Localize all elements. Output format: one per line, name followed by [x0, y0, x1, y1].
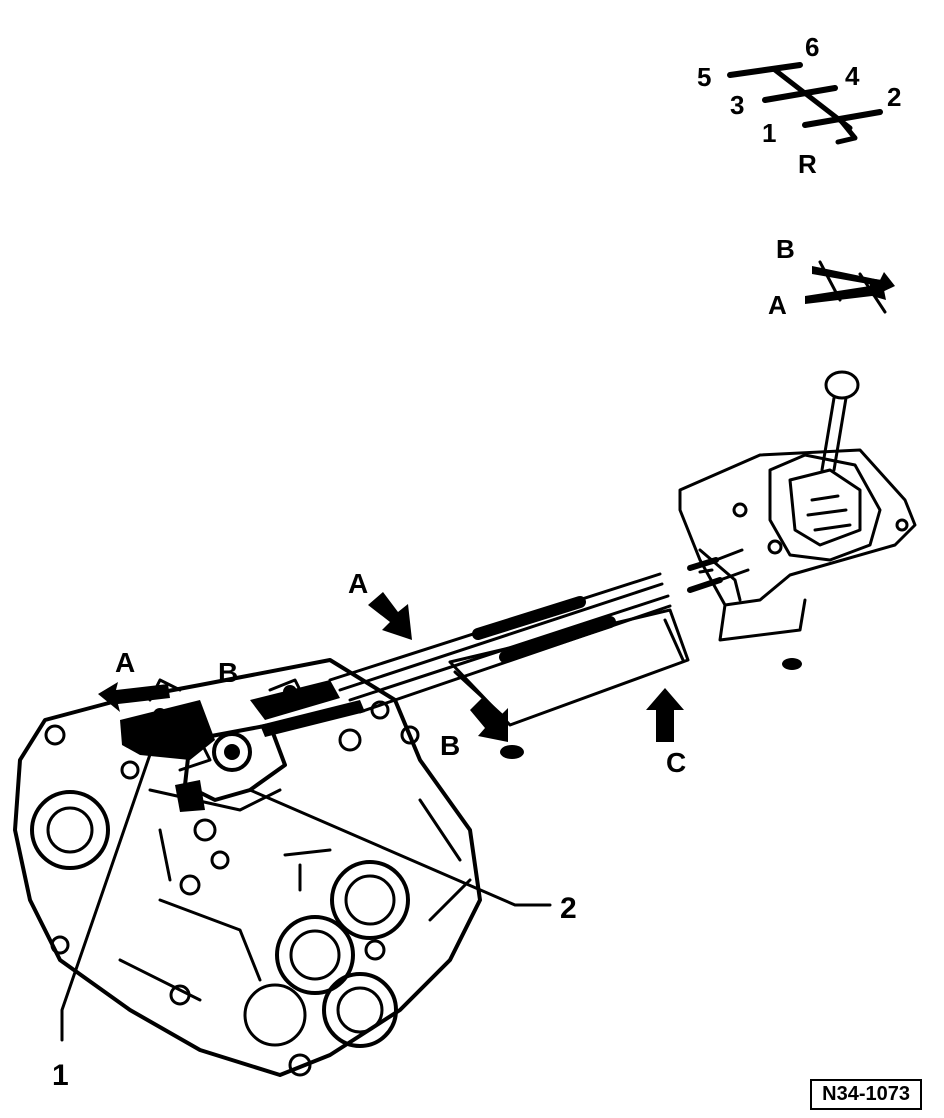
- gear-r-label: R: [798, 149, 817, 179]
- item-1-callout: 1: [52, 738, 157, 1092]
- arrow-a-label: A: [348, 568, 368, 599]
- left-arrow-a-icon: [98, 682, 170, 712]
- callout-arrow-b: B: [440, 696, 508, 761]
- shift-knob-icon: [824, 370, 860, 400]
- gear-3-label: 3: [730, 90, 744, 120]
- gear-shift-pattern: 6 5 4 3 2 1 R: [697, 32, 901, 179]
- transmission-housing: [13, 658, 482, 1077]
- direction-key-arrow-a-icon: [805, 278, 886, 304]
- item-2-label: 2: [560, 892, 577, 925]
- left-arrow-b-label: B: [218, 657, 238, 688]
- left-arrow-a-label: A: [115, 647, 135, 678]
- item-1-label: 1: [52, 1059, 69, 1092]
- callout-arrow-a: A: [348, 568, 412, 640]
- figure-reference: N34-1073: [810, 1079, 922, 1110]
- gear-2-label: 2: [887, 82, 901, 112]
- gear-1-label: 1: [762, 118, 776, 148]
- arrow-c-label: C: [666, 747, 686, 778]
- gear-5-label: 5: [697, 62, 711, 92]
- direction-key-a-label: A: [768, 290, 787, 320]
- callout-left-arrow-b: B: [218, 657, 238, 688]
- arrow-c-icon: [646, 688, 684, 742]
- callout-arrow-c: C: [646, 688, 686, 778]
- arrow-a-icon: [368, 592, 412, 640]
- arrow-b-icon: [470, 696, 508, 742]
- direction-key: B A: [768, 234, 895, 320]
- gear-6-label: 6: [805, 32, 819, 62]
- gear-shift-lever-housing: [678, 370, 917, 670]
- item-2-callout: 2: [248, 788, 577, 925]
- callout-left-arrow-a: A: [98, 647, 170, 712]
- gear-4-label: 4: [845, 61, 860, 91]
- direction-key-arrow-b-icon: [812, 266, 895, 294]
- arrow-b-label: B: [440, 730, 460, 761]
- direction-key-b-label: B: [776, 234, 795, 264]
- gear-shift-mechanism: [120, 678, 365, 812]
